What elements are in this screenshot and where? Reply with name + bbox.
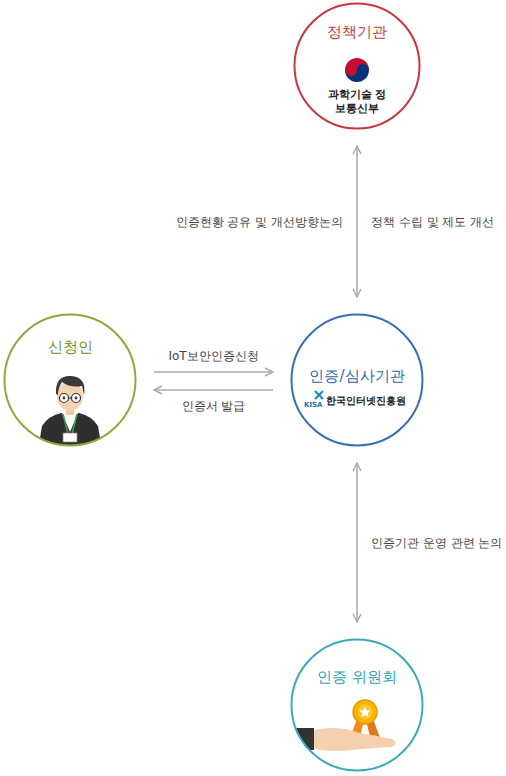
- connector-arrow: [356, 146, 358, 297]
- agency-name: 한국인터넷진흥원: [326, 394, 406, 407]
- edge-label: 인증현황 공유 및 개선방향논의: [174, 214, 345, 230]
- edge-label: 인증기관 운영 관련 논의: [369, 535, 504, 551]
- connector-arrow: [356, 463, 358, 622]
- connector-arrow: [154, 371, 273, 373]
- ministry-name: 과학기술 정보통신부: [324, 88, 390, 116]
- node-title: 인증 위원회: [290, 667, 424, 687]
- applicant-figure: [38, 376, 102, 450]
- circle-outline: [290, 638, 424, 772]
- node-title: 정책기관: [293, 22, 421, 42]
- policy-agency-circle: 정책기관과학기술 정보통신부: [293, 2, 421, 130]
- connector-arrow: [154, 389, 273, 391]
- circle-outline: [3, 313, 137, 447]
- circle-border: [295, 4, 420, 129]
- node-title: 신청인: [3, 337, 137, 357]
- kisa-mark: [315, 391, 323, 399]
- certification-agency-circle: 인증/심사기관 KISA한국인터넷진흥원: [290, 313, 424, 447]
- circle-border: [5, 315, 136, 446]
- circle-border: [292, 640, 423, 771]
- government-emblem: [345, 58, 369, 82]
- edge-label: IoT보안인증신청: [166, 348, 260, 364]
- committee-circle: 인증 위원회: [290, 638, 424, 772]
- applicant-circle: 신청인: [3, 313, 137, 447]
- annotation-label: 정책 수립 및 제도 개선: [369, 214, 496, 230]
- node-title: 인증/심사기관: [290, 366, 424, 386]
- award-illustration: [296, 700, 396, 751]
- logo-abbreviation: KISA: [304, 401, 323, 410]
- edge-label: 인증서 발급: [180, 398, 248, 414]
